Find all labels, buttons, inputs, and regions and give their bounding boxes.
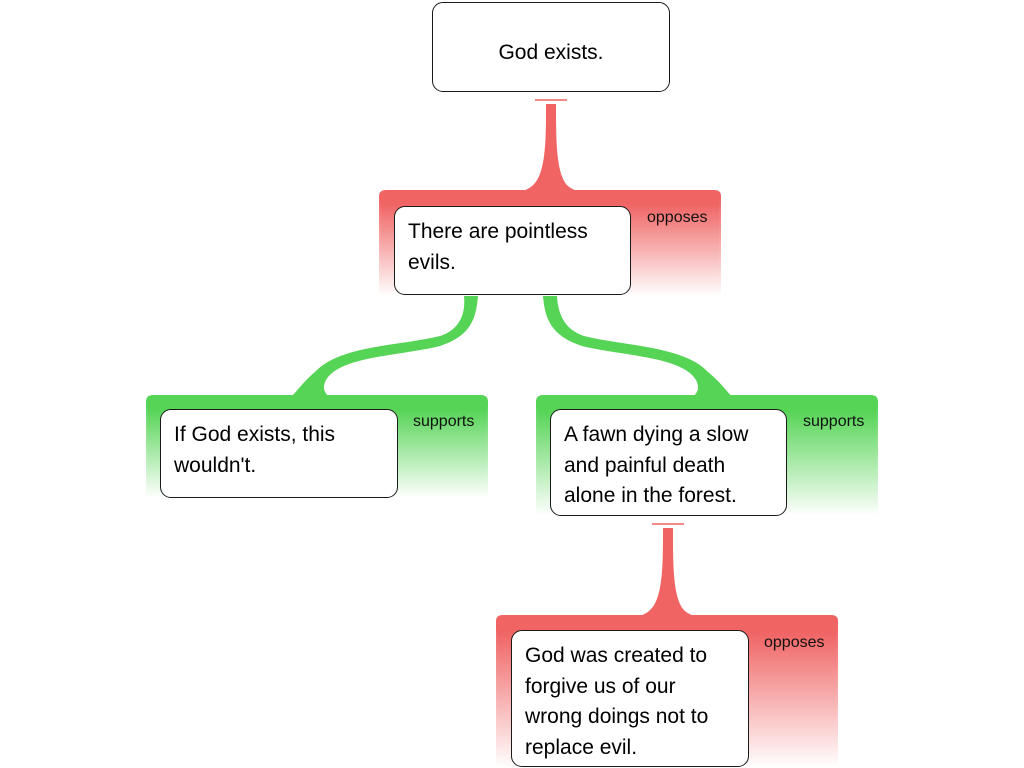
premise-node-pointless-evils[interactable]: There are pointless evils. [394, 206, 631, 295]
opposes-label: opposes [647, 209, 708, 226]
supports-connector-right [543, 296, 733, 398]
objection-node-forgive[interactable]: God was created to forgive us of our wro… [511, 630, 749, 767]
opposes-label-2: opposes [764, 634, 825, 651]
supports-label-right: supports [803, 413, 865, 430]
supports-label-left: supports [413, 413, 475, 430]
claim-node[interactable]: God exists. [432, 2, 670, 92]
premise-node-fawn[interactable]: A fawn dying a slow and painful death al… [550, 409, 787, 516]
supports-connector-left [290, 296, 478, 398]
opposes-connector-stem-2 [627, 528, 707, 617]
opposes-connector-stem [510, 104, 590, 192]
premise-node-if-god-exists[interactable]: If God exists, this wouldn't. [160, 409, 398, 498]
